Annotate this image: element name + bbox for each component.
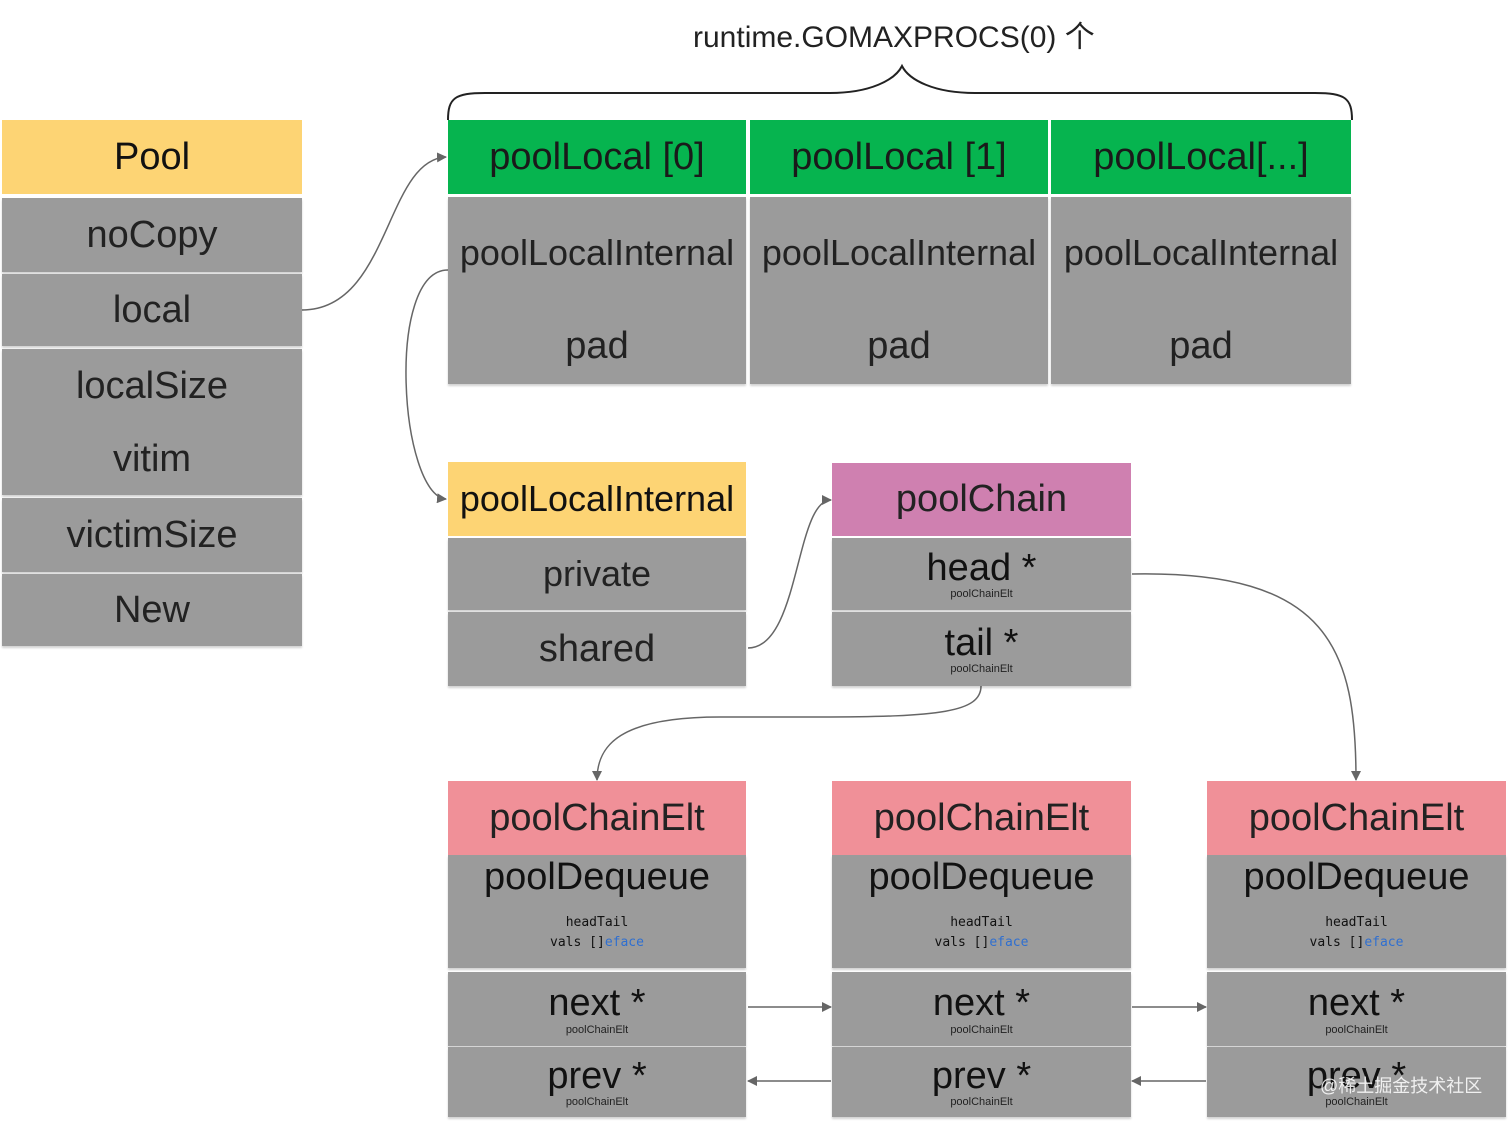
poollocal-0-internal: poolLocalInternal	[448, 197, 746, 309]
poolchainelt-1-next-label: next *	[548, 982, 646, 1024]
poolchainelt-1-next-type: poolChainElt	[565, 1024, 629, 1036]
poolchain-head-label: head *	[926, 547, 1037, 589]
poolchainelt-2-next-type: poolChainElt	[950, 1024, 1013, 1036]
local-to-poollocal-arrow	[301, 152, 447, 311]
tail-to-first-elt-arrow	[592, 685, 982, 781]
poollocalinternal-title: poolLocalInternal	[448, 462, 746, 536]
poolchainelt-2-dequeue-label: poolDequeue	[868, 856, 1095, 898]
pool-field-local: local	[2, 274, 302, 346]
poolchainelt-2-prev-type: poolChainElt	[950, 1096, 1013, 1108]
poolchainelt-3-dequeue-label: poolDequeue	[1243, 856, 1470, 898]
poolchain-tail-type: poolChainElt	[950, 663, 1013, 675]
poolchainelt-1-next: next * poolChainElt	[448, 972, 746, 1046]
poolchainelt-3-vals: vals []eface	[1310, 933, 1404, 953]
poolchainelt-3-dequeue: poolDequeue headTail vals []eface	[1207, 855, 1506, 968]
pool-field-new: New	[2, 574, 302, 646]
poolchain-title: poolChain	[832, 463, 1131, 536]
pool-field-nocopy: noCopy	[2, 198, 302, 272]
pool-field-vitim: vitim	[2, 423, 302, 495]
poolchainelt-3-title: poolChainElt	[1207, 781, 1506, 855]
shared-to-poolchain-arrow	[747, 495, 832, 649]
poolchainelt-1-dequeue: poolDequeue headTail vals []eface	[448, 855, 746, 968]
gomaxprocs-label: runtime.GOMAXPROCS(0) 个	[693, 21, 1095, 54]
poolchainelt-3-vals-prefix: vals []	[1309, 935, 1365, 950]
poolchainelt-1-title: poolChainElt	[448, 781, 746, 855]
poolchainelt-3-vals-type: eface	[1364, 935, 1404, 950]
poolchainelt-1-vals: vals []eface	[550, 933, 644, 953]
poolchainelt-1-prev: prev * poolChainElt	[448, 1047, 746, 1117]
poolchainelt-2-title: poolChainElt	[832, 781, 1131, 855]
poolchainelt-3-prev-label: prev *	[1306, 1055, 1407, 1097]
poolchainelt-2-prev-label: prev *	[931, 1055, 1032, 1097]
poollocal-0-title: poolLocal [0]	[448, 120, 746, 194]
poolchainelt-3-next: next * poolChainElt	[1207, 972, 1506, 1046]
poollocal-1-internal: poolLocalInternal	[750, 197, 1048, 309]
gomaxprocs-brace	[447, 63, 1353, 121]
poolchainelt-2-vals-type: eface	[989, 935, 1029, 950]
poolchainelt-2-next-label: next *	[932, 982, 1031, 1024]
pool-title: Pool	[2, 120, 302, 194]
poolchainelt-2-vals: vals []eface	[935, 933, 1029, 953]
head-to-last-elt-arrow	[1131, 573, 1361, 781]
watermark: @稀土掘金技术社区	[1320, 1076, 1483, 1096]
poolchainelt-1-prev-label: prev *	[547, 1055, 647, 1097]
poolchainelt-1-headtail: headTail	[565, 915, 629, 930]
poolchainelt-3-prev: prev * poolChainElt	[1207, 1047, 1506, 1117]
poolchain-tail-label: tail *	[944, 622, 1019, 664]
poolchainelt-3-prev-type: poolChainElt	[1325, 1096, 1388, 1108]
poollocalinternal-shared: shared	[448, 612, 746, 686]
poolchainelt-3-next-type: poolChainElt	[1325, 1024, 1388, 1036]
poolchainelt-3-next-label: next *	[1307, 982, 1406, 1024]
poolchainelt-2-vals-prefix: vals []	[934, 935, 990, 950]
poolchain-head: head * poolChainElt	[832, 538, 1131, 610]
poollocal-1-pad: pad	[750, 309, 1048, 384]
poollocal-n-title: poolLocal[...]	[1051, 120, 1351, 194]
poolchain-tail: tail * poolChainElt	[832, 612, 1131, 686]
poolchainelt-2-prev: prev * poolChainElt	[832, 1047, 1131, 1117]
poolchainelt-2-next: next * poolChainElt	[832, 972, 1131, 1046]
poolchainelt-2-headtail: headTail	[950, 915, 1013, 930]
poollocal-n-pad: pad	[1051, 309, 1351, 384]
poolchainelt-1-vals-type: eface	[604, 935, 644, 950]
poolchainelt-1-vals-prefix: vals []	[550, 935, 605, 950]
poolchainelt-3-headtail: headTail	[1325, 915, 1388, 930]
internal-to-struct-arrow	[405, 269, 449, 504]
poolchain-head-type: poolChainElt	[950, 588, 1013, 600]
poollocal-1-title: poolLocal [1]	[750, 120, 1048, 194]
poollocal-n-internal: poolLocalInternal	[1051, 197, 1351, 309]
pool-field-victimsize: victimSize	[2, 498, 302, 572]
poolchainelt-1-prev-type: poolChainElt	[565, 1096, 629, 1108]
poollocal-0-pad: pad	[448, 309, 746, 384]
poolchainelt-2-dequeue: poolDequeue headTail vals []eface	[832, 855, 1131, 968]
poollocalinternal-private: private	[448, 538, 746, 610]
poolchainelt-1-dequeue-label: poolDequeue	[483, 856, 711, 898]
pool-field-localsize: localSize	[2, 349, 302, 423]
